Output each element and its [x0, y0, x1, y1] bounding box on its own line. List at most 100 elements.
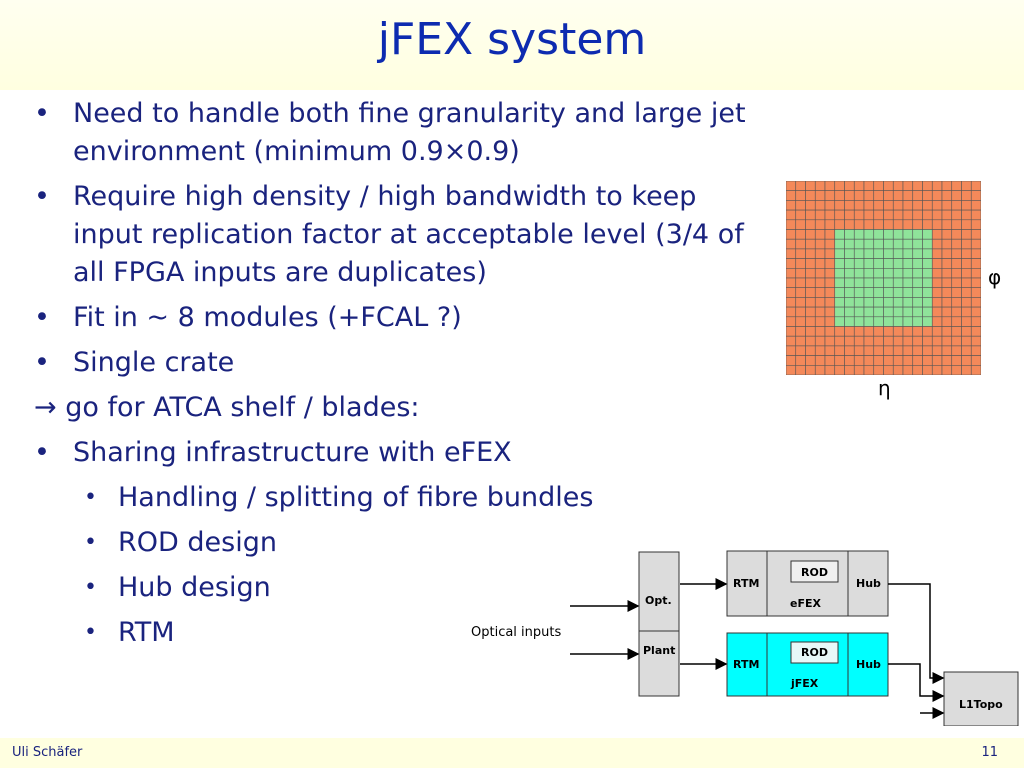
grid-cell-environment	[863, 355, 875, 366]
grid-cell-environment	[941, 268, 953, 279]
grid-cell-environment	[941, 316, 953, 327]
sub-bullet-marker: •	[84, 620, 97, 645]
bullet-list: •Need to handle both fine granularity an…	[34, 95, 774, 659]
opt-box	[638, 551, 680, 632]
grid-cell-environment	[970, 219, 981, 230]
grid-cell-core	[844, 287, 855, 298]
footer-page-number: 11	[981, 745, 998, 760]
diagram-svg	[570, 550, 1019, 726]
grid-cell-environment	[824, 306, 836, 318]
arrow-text: → go for ATCA shelf / blades:	[34, 392, 420, 423]
grid-cell-environment	[824, 229, 836, 240]
grid-cell-environment	[970, 229, 981, 240]
grid-cell-environment	[970, 268, 981, 279]
grid-cell-environment	[824, 238, 836, 250]
grid-cell-core	[902, 248, 914, 259]
grid-cell-core	[844, 238, 855, 250]
jfex-rod-label: ROD	[801, 646, 828, 659]
grid-cell-environment	[824, 316, 836, 327]
phi-label: φ	[988, 265, 1002, 289]
grid-cell-core	[863, 297, 875, 308]
grid-cell-environment	[931, 190, 943, 201]
grid-cell-environment	[795, 335, 806, 347]
grid-cell-environment	[941, 200, 953, 211]
grid-cell-environment	[951, 365, 962, 375]
grid-cell-core	[892, 248, 904, 259]
grid-cell-environment	[902, 365, 914, 375]
sub-bullet-item: •Hub design	[34, 569, 774, 607]
grid-cell-core	[844, 268, 855, 279]
grid-cell-core	[892, 277, 904, 288]
grid-cell-environment	[853, 335, 865, 347]
sub-bullet-marker: •	[84, 530, 97, 555]
grid-cell-environment	[931, 200, 943, 211]
grid-cell-core	[883, 306, 894, 318]
grid-cell-environment	[961, 365, 972, 375]
grid-cell-environment	[892, 181, 904, 191]
grid-cell-core	[863, 229, 875, 240]
grid-cell-core	[853, 238, 865, 250]
grid-cell-core	[912, 238, 923, 250]
grid-cell-core	[892, 287, 904, 298]
grid-cell-environment	[834, 181, 845, 191]
grid-cell-environment	[786, 287, 797, 298]
grid-cell-environment	[873, 190, 884, 201]
footer-band	[0, 738, 1024, 768]
grid-cell-environment	[951, 238, 962, 250]
grid-cell-environment	[834, 355, 845, 366]
grid-cell-environment	[902, 200, 914, 211]
grid-cell-core	[863, 306, 875, 318]
bullet-item: •Fit in ~ 8 modules (+FCAL ?)	[34, 299, 774, 337]
grid-cell-environment	[883, 190, 894, 201]
bullet-item: •Need to handle both fine granularity an…	[34, 95, 774, 171]
grid-cell-environment	[853, 365, 865, 375]
grid-cell-environment	[786, 335, 797, 347]
bullet-marker: •	[34, 302, 50, 333]
grid-cell-environment	[814, 190, 826, 201]
sub-bullet-item: •Handling / splitting of fibre bundles	[34, 479, 774, 517]
grid-cell-environment	[795, 268, 806, 279]
grid-cell-environment	[824, 355, 836, 366]
grid-cell-core	[902, 306, 914, 318]
grid-cell-environment	[795, 258, 806, 269]
grid-cell-environment	[922, 209, 933, 221]
grid-cell-core	[853, 287, 865, 298]
grid-cell-environment	[844, 190, 855, 201]
grid-cell-core	[912, 297, 923, 308]
grid-cell-environment	[786, 219, 797, 230]
grid-cell-environment	[883, 355, 894, 366]
grid-cell-environment	[970, 209, 981, 221]
grid-cell-environment	[824, 345, 836, 356]
bullet-marker: •	[34, 98, 50, 129]
grid-cell-core	[883, 238, 894, 250]
grid-cell-environment	[786, 306, 797, 318]
sub-bullet-text: RTM	[118, 617, 175, 648]
grid-cell-environment	[824, 190, 836, 201]
grid-cell-environment	[814, 229, 826, 240]
jfex-hub-output	[888, 663, 945, 702]
grid-cell-environment	[941, 306, 953, 318]
sub-bullet-marker: •	[84, 575, 97, 600]
grid-cell-environment	[805, 209, 816, 221]
grid-cell-environment	[961, 248, 972, 259]
grid-cell-environment	[824, 248, 836, 259]
grid-cell-environment	[961, 335, 972, 347]
grid-cell-core	[912, 268, 923, 279]
grid-cell-environment	[786, 229, 797, 240]
grid-cell-environment	[805, 229, 816, 240]
grid-cell-core	[834, 277, 845, 288]
grid-cell-environment	[931, 355, 943, 366]
grid-cell-environment	[795, 248, 806, 259]
grid-cell-environment	[786, 200, 797, 211]
grid-cell-core	[834, 268, 845, 279]
optical-inputs-label: Optical inputs	[471, 625, 562, 640]
grid-cell-environment	[795, 306, 806, 318]
grid-cell-core	[873, 287, 884, 298]
grid-cell-environment	[951, 248, 962, 259]
grid-cell-core	[853, 297, 865, 308]
grid-cell-environment	[951, 219, 962, 230]
grid-cell-environment	[912, 345, 923, 356]
grid-cell-environment	[786, 297, 797, 308]
grid-cell-environment	[892, 209, 904, 221]
grid-cell-core	[873, 248, 884, 259]
